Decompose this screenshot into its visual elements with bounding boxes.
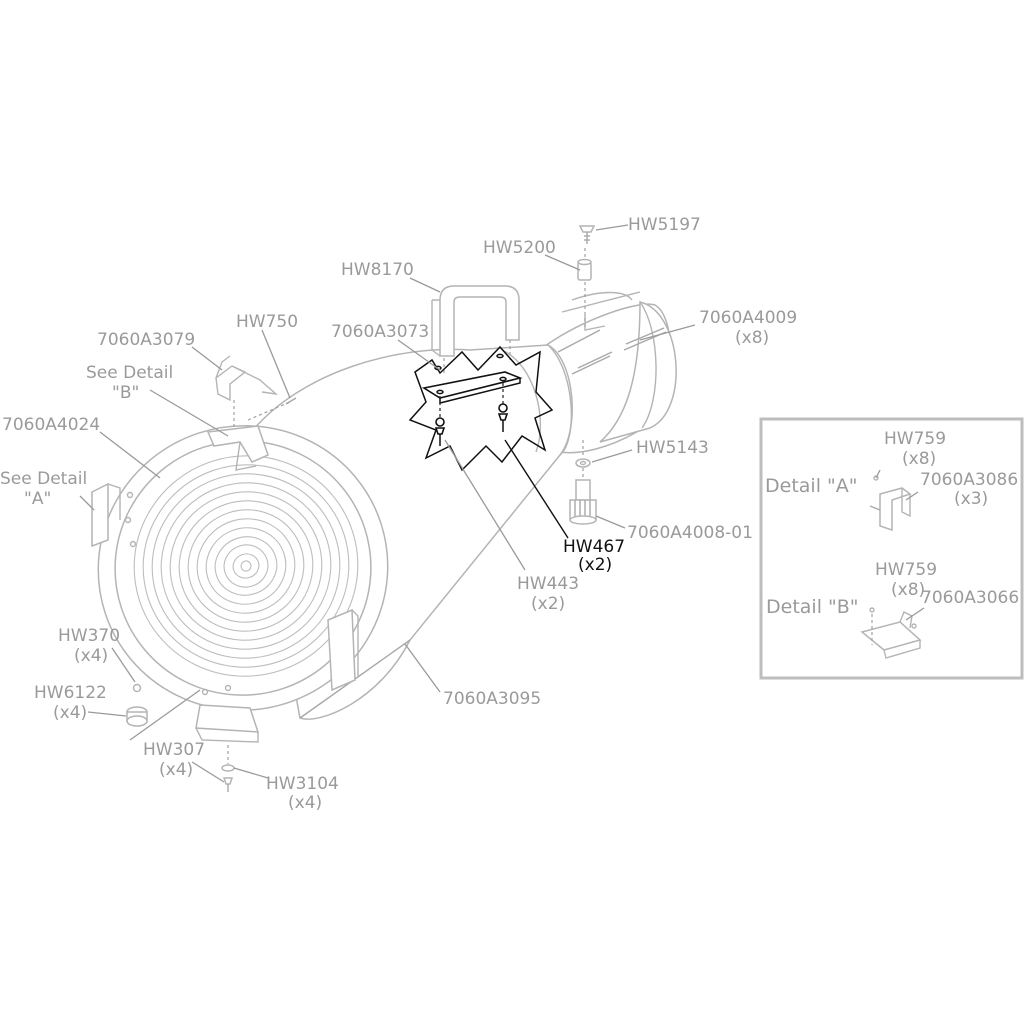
label-hw5200: HW5200 (483, 238, 556, 258)
label-7060a4024: 7060A4024 (2, 415, 100, 435)
label-hw6122: HW6122 (34, 683, 107, 703)
label-7060a3095: 7060A3095 (443, 689, 541, 709)
detail-b-hw759-qty: (x8) (891, 580, 925, 600)
label-hw307: HW307 (143, 740, 205, 760)
label-hw5143: HW5143 (636, 438, 709, 458)
clip-7060a3079 (215, 355, 279, 402)
detail-b-part: 7060A3066 (921, 588, 1019, 608)
detail-b-illustration (860, 607, 925, 659)
screw-hw5197 (578, 225, 596, 244)
cutaway-highlight (408, 345, 554, 472)
label-hw750: HW750 (236, 312, 298, 332)
rear-barrel (544, 291, 677, 454)
label-hw443-qty: (x2) (531, 594, 565, 614)
label-hw6122-qty: (x4) (53, 703, 87, 723)
part-labels: HW5197 HW5200 HW8170 7060A4009 (x8) 7060… (0, 215, 797, 813)
label-see-detail-a: See Detail (0, 469, 87, 489)
label-7060a4009: 7060A4009 (699, 308, 797, 328)
hw307-part (222, 777, 234, 792)
lockwasher-hw443-right (498, 403, 508, 413)
spacer-hw5200 (577, 258, 592, 281)
handle-hw8170 (431, 285, 520, 375)
screw-hw467-left (434, 427, 446, 446)
detail-a-title: Detail "A" (765, 475, 858, 497)
detail-a-part-qty: (x3) (954, 489, 988, 509)
detail-b-hw759: HW759 (875, 560, 937, 580)
label-7060a3073: 7060A3073 (331, 322, 429, 342)
label-hw5197: HW5197 (628, 215, 701, 235)
screw-hw467-right (497, 413, 509, 432)
label-see-detail-a-letter: "A" (24, 489, 51, 509)
label-hw3104: HW3104 (266, 774, 339, 794)
detail-a-part: 7060A3086 (920, 470, 1018, 490)
detail-a-illustration (869, 469, 919, 532)
washer-hw5143 (575, 458, 591, 468)
front-lens-head (91, 424, 389, 743)
knob-7060a4008-01 (569, 479, 597, 525)
lockwasher-hw443-left (435, 417, 445, 427)
label-hw467-qty: (x2) (578, 555, 612, 575)
label-hw370-qty: (x4) (74, 646, 108, 666)
label-see-detail-b-letter: "B" (112, 383, 139, 403)
hw3104-part (221, 764, 235, 772)
detail-b-title: Detail "B" (766, 596, 859, 618)
detail-a-hw759-qty: (x8) (902, 449, 936, 469)
label-7060a3079: 7060A3079 (97, 330, 195, 350)
hw6122-part (126, 706, 148, 727)
label-hw443: HW443 (517, 574, 579, 594)
label-hw307-qty: (x4) (159, 760, 193, 780)
label-7060a4009-qty: (x8) (735, 328, 769, 348)
label-hw370: HW370 (58, 626, 120, 646)
hw370-part (132, 683, 142, 693)
detail-box: Detail "A" HW759 (x8) 7060A3086 (x3) Det… (759, 417, 1024, 680)
detail-a-hw759: HW759 (884, 429, 946, 449)
label-hw3104-qty: (x4) (288, 793, 322, 813)
leader-lines (79, 224, 696, 783)
label-hw8170: HW8170 (341, 260, 414, 280)
fresnel-lens (133, 455, 359, 677)
label-hw467: HW467 (563, 537, 625, 557)
label-see-detail-b: See Detail (86, 363, 173, 383)
label-7060a4008-01: 7060A4008-01 (627, 523, 753, 543)
